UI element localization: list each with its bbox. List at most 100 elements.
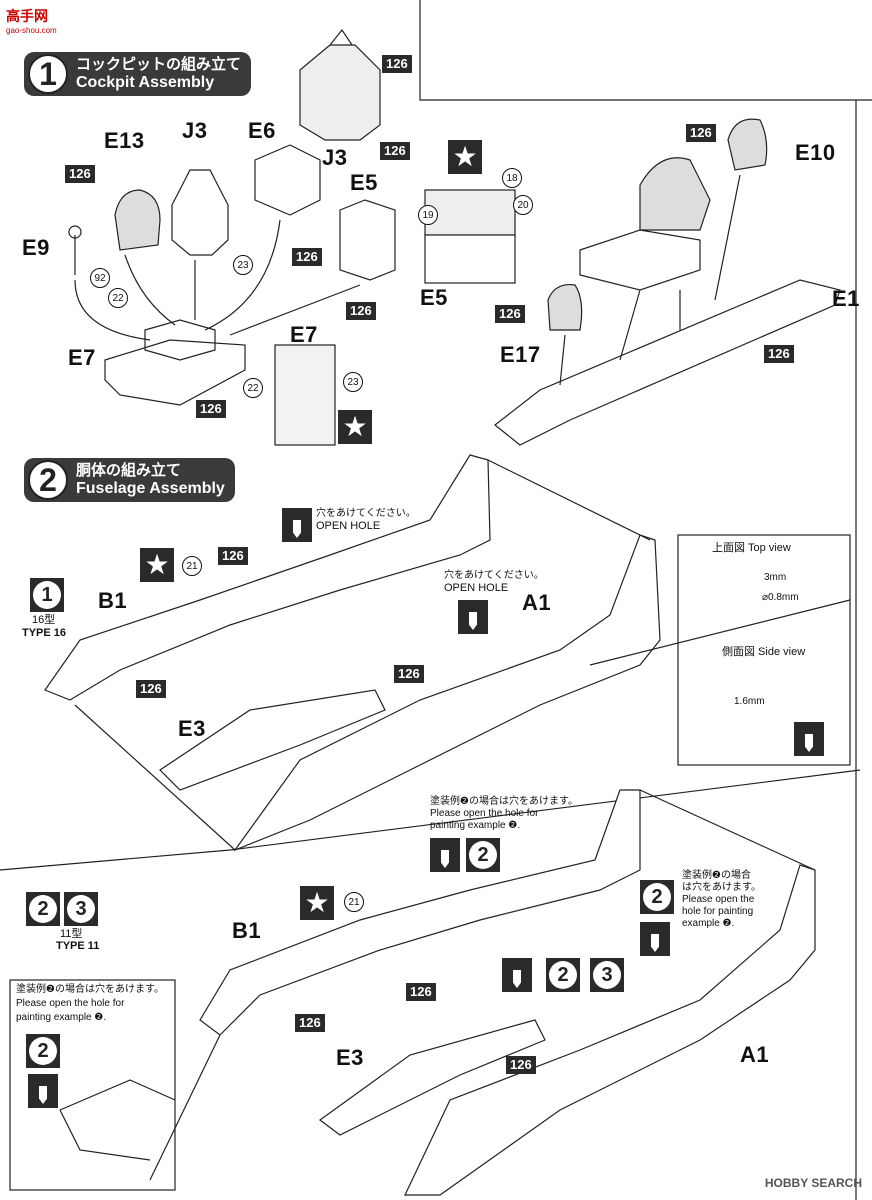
paint-code-digit: 2 (469, 841, 497, 869)
callout-21: 21 (182, 556, 202, 576)
open-hole-jp: 穴をあけてください。 (444, 570, 544, 581)
paint-badge: 126 (506, 1056, 536, 1074)
callout-20: 20 (513, 195, 533, 215)
paint-note-en2: painting example ❷. (430, 820, 521, 831)
step1-number: 1 (28, 54, 68, 94)
inset-note-jp: 塗装例❷の場合は穴をあけます。 (16, 984, 164, 995)
part-label-e6: E6 (248, 118, 276, 143)
paint-note-short-en3: example ❷. (682, 918, 735, 929)
type16-code: 1 (30, 578, 64, 612)
part-label-e9: E9 (22, 235, 50, 260)
part-label-e7-ref: E7 (290, 322, 318, 347)
drill-icon (640, 922, 670, 956)
paint-code-digit: 2 (643, 883, 671, 911)
open-hole-jp: 穴をあけてください。 (316, 508, 416, 519)
type11-en: TYPE 11 (56, 940, 100, 952)
part-label-e5: E5 (350, 170, 378, 195)
site-logo: 高手网 gao-shou.com (6, 6, 57, 35)
drill-icon (282, 508, 312, 542)
paint-note-en1: Please open the hole for (430, 808, 539, 819)
decal-star-icon: ★ (300, 886, 334, 920)
part-label-j3: J3 (182, 118, 208, 143)
decal-star-icon: ★ (140, 548, 174, 582)
paint-badge: 126 (65, 165, 95, 183)
callout-23: 23 (233, 255, 253, 275)
site-logo-sub: gao-shou.com (6, 26, 57, 35)
decal-star-icon: ★ (338, 410, 372, 444)
paint-badge: 126 (764, 345, 794, 363)
callout-18: 18 (502, 168, 522, 188)
paint-badge: 126 (382, 55, 412, 73)
dim-3mm: 3mm (764, 572, 787, 583)
dim-16mm: 1.6mm (734, 696, 765, 707)
paint-note-short-jp1: 塗装例❷の場合 (682, 870, 751, 881)
paint-note-jp: 塗装例❷の場合は穴をあけます。 (430, 796, 578, 807)
paint-code-2: 2 (546, 958, 580, 992)
paint-badge: 126 (196, 400, 226, 418)
callout-22-ref: 22 (243, 378, 263, 398)
paint-badge: 126 (136, 680, 166, 698)
paint-badge: 126 (346, 302, 376, 320)
paint-code-2: 2 (26, 1034, 60, 1068)
paint-code-digit: 2 (29, 1037, 57, 1065)
paint-badge: 126 (406, 983, 436, 1001)
step1-title-jp: コックピットの組み立て (76, 56, 242, 73)
step2-title-jp: 胴体の組み立て (76, 462, 182, 479)
type16-jp: 16型 (32, 614, 56, 626)
drill-icon (502, 958, 532, 992)
type11-code-b: 3 (64, 892, 98, 926)
drill-icon (794, 722, 824, 756)
drill-icon (28, 1074, 58, 1108)
part-label-a1: A1 (522, 590, 552, 615)
part-label-e7: E7 (68, 345, 96, 370)
part-label-e5-panel: E5 (420, 285, 448, 310)
type11-jp: 11型 (60, 928, 83, 940)
paint-badge: 126 (686, 124, 716, 142)
open-hole-en: OPEN HOLE (316, 520, 381, 532)
step1-title-en: Cockpit Assembly (76, 74, 215, 91)
part-label-e17: E17 (500, 342, 541, 367)
side-view-label: 側面図 Side view (722, 646, 806, 658)
part-label-j3-ref: J3 (322, 145, 348, 170)
part-label-e3: E3 (178, 716, 206, 741)
type11-code-b-digit: 3 (67, 895, 95, 923)
type16-en: TYPE 16 (22, 627, 67, 639)
part-label-b1-lower: B1 (232, 918, 262, 943)
dim-08mm: ⌀0.8mm (762, 592, 799, 603)
paint-code-2: 2 (640, 880, 674, 914)
top-view-label: 上面図 Top view (712, 542, 791, 554)
part-label-a1-lower: A1 (740, 1042, 770, 1067)
type11-code-a: 2 (26, 892, 60, 926)
open-hole-en: OPEN HOLE (444, 582, 509, 594)
paint-note-short-jp2: は穴をあけます。 (682, 882, 761, 893)
callout-22: 22 (108, 288, 128, 308)
step1-header: 1 コックピットの組み立て Cockpit Assembly (24, 52, 252, 96)
part-label-e1: E1 (832, 286, 860, 311)
part-label-b1: B1 (98, 588, 128, 613)
paint-code-3: 3 (590, 958, 624, 992)
part-label-e13: E13 (104, 128, 145, 153)
step2-title-en: Fuselage Assembly (76, 480, 225, 497)
paint-badge: 126 (495, 305, 525, 323)
type11-code-a-digit: 2 (29, 895, 57, 923)
drill-icon (458, 600, 488, 634)
step2-number: 2 (28, 460, 68, 500)
callout-19: 19 (418, 205, 438, 225)
inset-note-en1: Please open the hole for (16, 998, 125, 1009)
watermark: HOBBY SEARCH (764, 1176, 862, 1190)
callout-21-lower: 21 (344, 892, 364, 912)
part-label-e3-lower: E3 (336, 1045, 364, 1070)
paint-code-digit: 2 (549, 961, 577, 989)
decal-star-icon: ★ (448, 140, 482, 174)
callout-23-ref: 23 (343, 372, 363, 392)
paint-code-2: 2 (466, 838, 500, 872)
paint-badge: 126 (380, 142, 410, 160)
paint-badge: 126 (295, 1014, 325, 1032)
paint-badge: 126 (292, 248, 322, 266)
paint-badge: 126 (218, 547, 248, 565)
part-label-e10: E10 (795, 140, 836, 165)
type16-code-digit: 1 (33, 581, 61, 609)
step2-header: 2 胴体の組み立て Fuselage Assembly (24, 458, 235, 502)
paint-note-short-en2: hole for painting (682, 906, 754, 917)
